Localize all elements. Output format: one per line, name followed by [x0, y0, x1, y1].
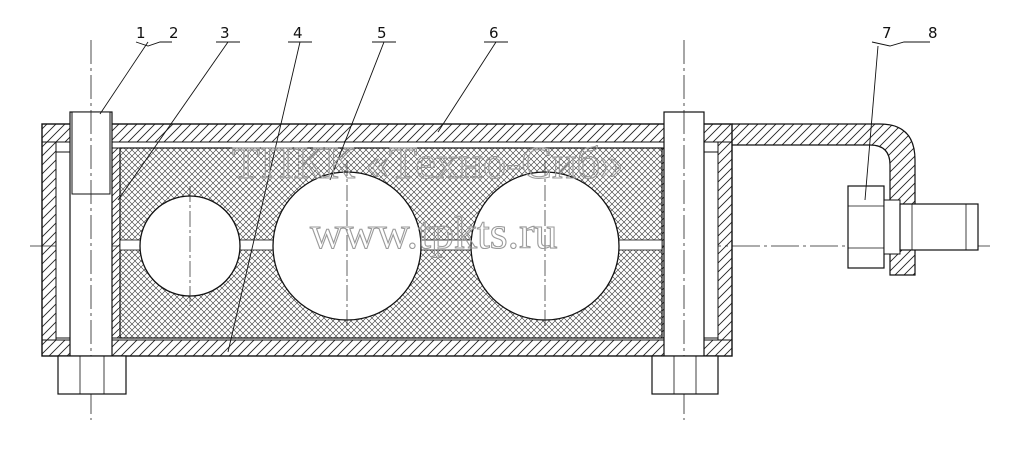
watermark-line1: ТПКК «Техно-Сиб»: [232, 137, 623, 188]
callout-8: 8: [928, 24, 938, 42]
cable-holes: [139, 160, 620, 330]
callout-7: 7: [882, 24, 892, 42]
watermark: ТПКК «Техно-Сиб» www.tpkts.ru: [231, 136, 623, 258]
callout-4: 4: [293, 24, 303, 42]
right-bolt-assembly: [651, 40, 719, 420]
callout-labels: 1 2 3 4 5 6 7 8: [136, 24, 938, 42]
left-bolt-assembly: [55, 40, 127, 420]
callout-3: 3: [220, 24, 230, 42]
watermark-line2: www.tpkts.ru: [310, 207, 557, 258]
callout-2: 2: [169, 24, 179, 42]
callout-6: 6: [489, 24, 499, 42]
housing-shell: [41, 123, 733, 357]
leader-lines: [99, 41, 930, 353]
callout-5: 5: [377, 24, 387, 42]
pipe-elbow: [732, 123, 916, 276]
callout-1: 1: [136, 24, 146, 42]
